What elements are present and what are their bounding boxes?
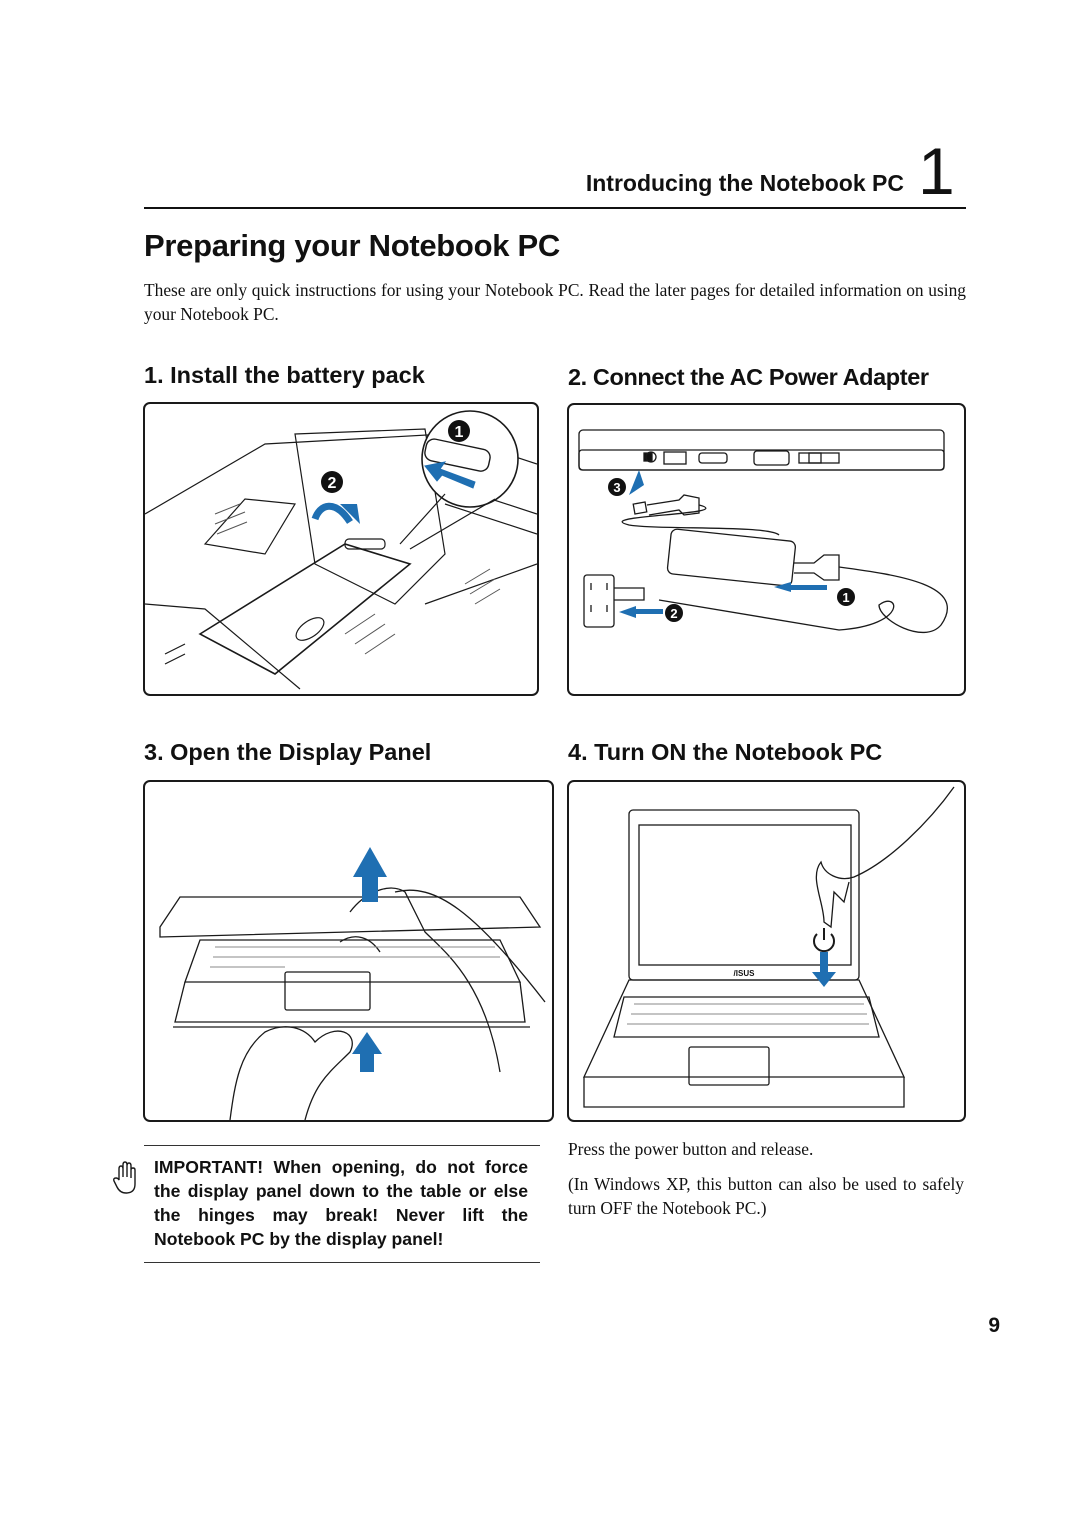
battery-illustration: 1 2	[143, 402, 539, 696]
open-display-illustration	[143, 780, 554, 1122]
brand-logo: /ISUS	[734, 969, 756, 978]
chapter-title: Introducing the Notebook PC	[585, 170, 904, 196]
arrow-icon	[424, 461, 476, 489]
step-3-heading: 3. Open the Display Panel	[144, 739, 432, 765]
step-4-heading: 4. Turn ON the Notebook PC	[568, 739, 883, 765]
hand-stop-icon	[112, 1160, 140, 1196]
callout-2-label: 2	[670, 606, 677, 621]
power-icon	[813, 928, 835, 953]
callout-1-label: 1	[455, 424, 464, 441]
battery-drawing: 1 2	[145, 410, 537, 690]
page-title: Preparing your Notebook PC	[144, 228, 560, 263]
windows-xp-note: (In Windows XP, this button can also be …	[568, 1174, 964, 1218]
step-1-heading: 1. Install the battery pack	[144, 362, 425, 388]
chapter-number: 1	[918, 134, 955, 208]
header-rule	[144, 207, 966, 209]
intro-paragraph: These are only quick instructions for us…	[144, 280, 966, 324]
ac-adapter-drawing: 3 1 2	[578, 429, 948, 633]
callout-1	[448, 420, 470, 442]
arrow-icon	[774, 582, 791, 592]
callout-1-label: 1	[842, 590, 849, 605]
note-bottom-rule	[144, 1262, 540, 1263]
arrow-icon	[353, 847, 387, 902]
arrow-icon	[812, 972, 836, 987]
callout-3-label: 3	[613, 480, 620, 495]
important-note: IMPORTANT! When opening, do not force th…	[154, 1157, 528, 1249]
power-on-drawing: /ISUS	[582, 786, 955, 1108]
page-number: 9	[988, 1314, 1000, 1337]
callout-2-label: 2	[328, 475, 337, 492]
step-2-heading: 2. Connect the AC Power Adapter	[568, 364, 929, 390]
open-display-drawing	[159, 847, 546, 1120]
ac-adapter-illustration: 3 1 2	[567, 403, 966, 696]
power-on-illustration: /ISUS	[567, 780, 966, 1122]
power-press-text: Press the power button and release.	[568, 1139, 814, 1159]
callout-2	[321, 471, 343, 493]
note-top-rule	[144, 1145, 540, 1146]
